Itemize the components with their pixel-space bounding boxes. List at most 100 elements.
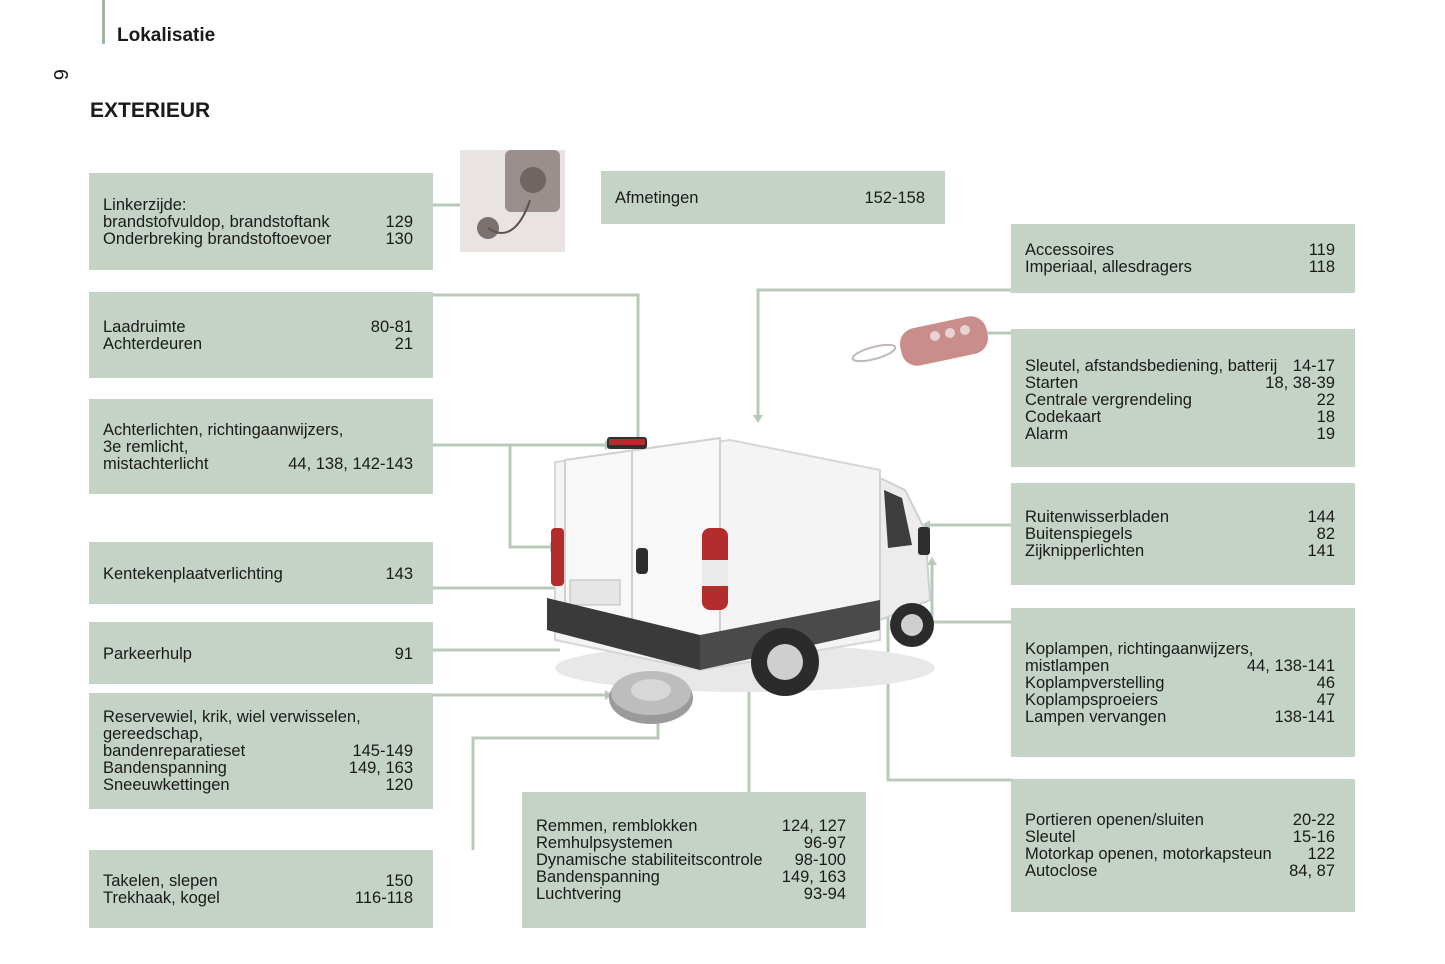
wipers-label: Buitenspiegels	[1025, 525, 1133, 543]
plate-light-page: 143	[385, 565, 413, 583]
doors-label: Autoclose	[1025, 862, 1098, 880]
headlamps-label: Koplampverstelling	[1025, 674, 1165, 692]
spare-wheel-label: gereedschap,	[103, 725, 203, 743]
headlamps-label: Lampen vervangen	[1025, 708, 1167, 726]
spare-wheel-box: Reservewiel, krik, wiel verwisselen, ger…	[89, 693, 433, 809]
page-title: EXTERIEUR	[90, 99, 211, 122]
fuel-label: Linkerzijde:	[103, 196, 187, 214]
fuel-cap-illustration	[460, 150, 565, 252]
towing-label: Takelen, slepen	[103, 872, 218, 890]
cargo-page: 80-81	[370, 318, 413, 336]
arrow-head-icon	[753, 415, 763, 423]
doors-page: 20-22	[1292, 811, 1335, 829]
wipers-row: Buitenspiegels 82	[1025, 526, 1335, 543]
spare-wheel-row: gereedschap,	[103, 726, 413, 743]
brakes-row: Remhulpsystemen 96-97	[536, 835, 846, 852]
key-label: Sleutel, afstandsbediening, batterij	[1025, 357, 1278, 375]
wipers-row: Ruitenwisserbladen 144	[1025, 509, 1335, 526]
header-rule	[102, 0, 105, 44]
parking-box: Parkeerhulp 91	[89, 622, 433, 684]
doors-label: Portieren openen/sluiten	[1025, 811, 1204, 829]
spare-wheel-illustration	[609, 671, 693, 724]
doors-page: 15-16	[1292, 828, 1335, 846]
brakes-label: Luchtvering	[536, 885, 622, 903]
spare-wheel-page: 145-149	[352, 742, 413, 760]
rear-lights-box: Achterlichten, richtingaanwijzers, 3e re…	[89, 399, 433, 494]
doors-page: 84, 87	[1289, 862, 1335, 880]
headlamps-page: 47	[1316, 691, 1335, 709]
key-fob-illustration	[851, 316, 989, 366]
key-page: 18, 38-39	[1265, 374, 1335, 392]
rear-lights-label: mistachterlicht	[103, 455, 209, 473]
key-label: Centrale vergrendeling	[1025, 391, 1192, 409]
cargo-page: 21	[394, 335, 413, 353]
headlamps-page: 46	[1316, 674, 1335, 692]
parking-row: Parkeerhulp 91	[103, 646, 413, 663]
key-page: 22	[1316, 391, 1335, 409]
headlamps-row: Koplampen, richtingaanwijzers,	[1025, 641, 1335, 658]
parking-page: 91	[394, 645, 413, 663]
fuel-box: Linkerzijde: brandstofvuldop, brandstoft…	[89, 173, 433, 270]
wipers-label: Ruitenwisserbladen	[1025, 508, 1169, 526]
key-label: Starten	[1025, 374, 1079, 392]
accessories-page: 119	[1308, 241, 1335, 259]
headlamps-page	[1327, 641, 1335, 658]
towing-row: Takelen, slepen 150	[103, 873, 413, 890]
headlamps-label: Koplampsproeiers	[1025, 691, 1158, 709]
brakes-label: Remmen, remblokken	[536, 817, 698, 835]
headlamps-page: 44, 138-141	[1246, 657, 1335, 675]
dimensions-page: 152-158	[864, 189, 925, 207]
brakes-label: Dynamische stabiliteitscontrole	[536, 851, 763, 869]
fuel-page: 130	[385, 230, 413, 248]
wipers-label: Zijknipperlichten	[1025, 542, 1145, 560]
brakes-page: 93-94	[803, 885, 846, 903]
towing-page: 150	[385, 872, 413, 890]
headlamps-label: Koplampen, richtingaanwijzers,	[1025, 640, 1254, 658]
key-label: Alarm	[1025, 425, 1069, 443]
brakes-label: Remhulpsystemen	[536, 834, 673, 852]
spare-wheel-page	[405, 726, 413, 743]
headlamps-row: Koplampsproeiers 47	[1025, 692, 1335, 709]
brakes-label: Bandenspanning	[536, 868, 660, 886]
van-illustration	[547, 436, 935, 696]
leader-line-doors	[886, 552, 1012, 782]
key-row: Alarm 19	[1025, 426, 1335, 443]
arrow-head-icon	[927, 557, 937, 565]
rear-lights-label: Achterlichten, richtingaanwijzers,	[103, 421, 344, 439]
spare-wheel-page	[405, 709, 413, 726]
brakes-page: 96-97	[803, 834, 846, 852]
parking-label: Parkeerhulp	[103, 645, 192, 663]
key-page: 19	[1316, 425, 1335, 443]
spare-wheel-label: Reservewiel, krik, wiel verwisselen,	[103, 708, 361, 726]
fuel-page: 129	[385, 213, 413, 231]
leader-line-headlamps	[930, 565, 1012, 624]
key-page: 18	[1316, 408, 1335, 426]
headlamps-row: Koplampverstelling 46	[1025, 675, 1335, 692]
wipers-page: 82	[1316, 525, 1335, 543]
wipers-page: 141	[1307, 542, 1335, 560]
accessories-label: Imperiaal, allesdragers	[1025, 258, 1192, 276]
wipers-page: 144	[1307, 508, 1335, 526]
